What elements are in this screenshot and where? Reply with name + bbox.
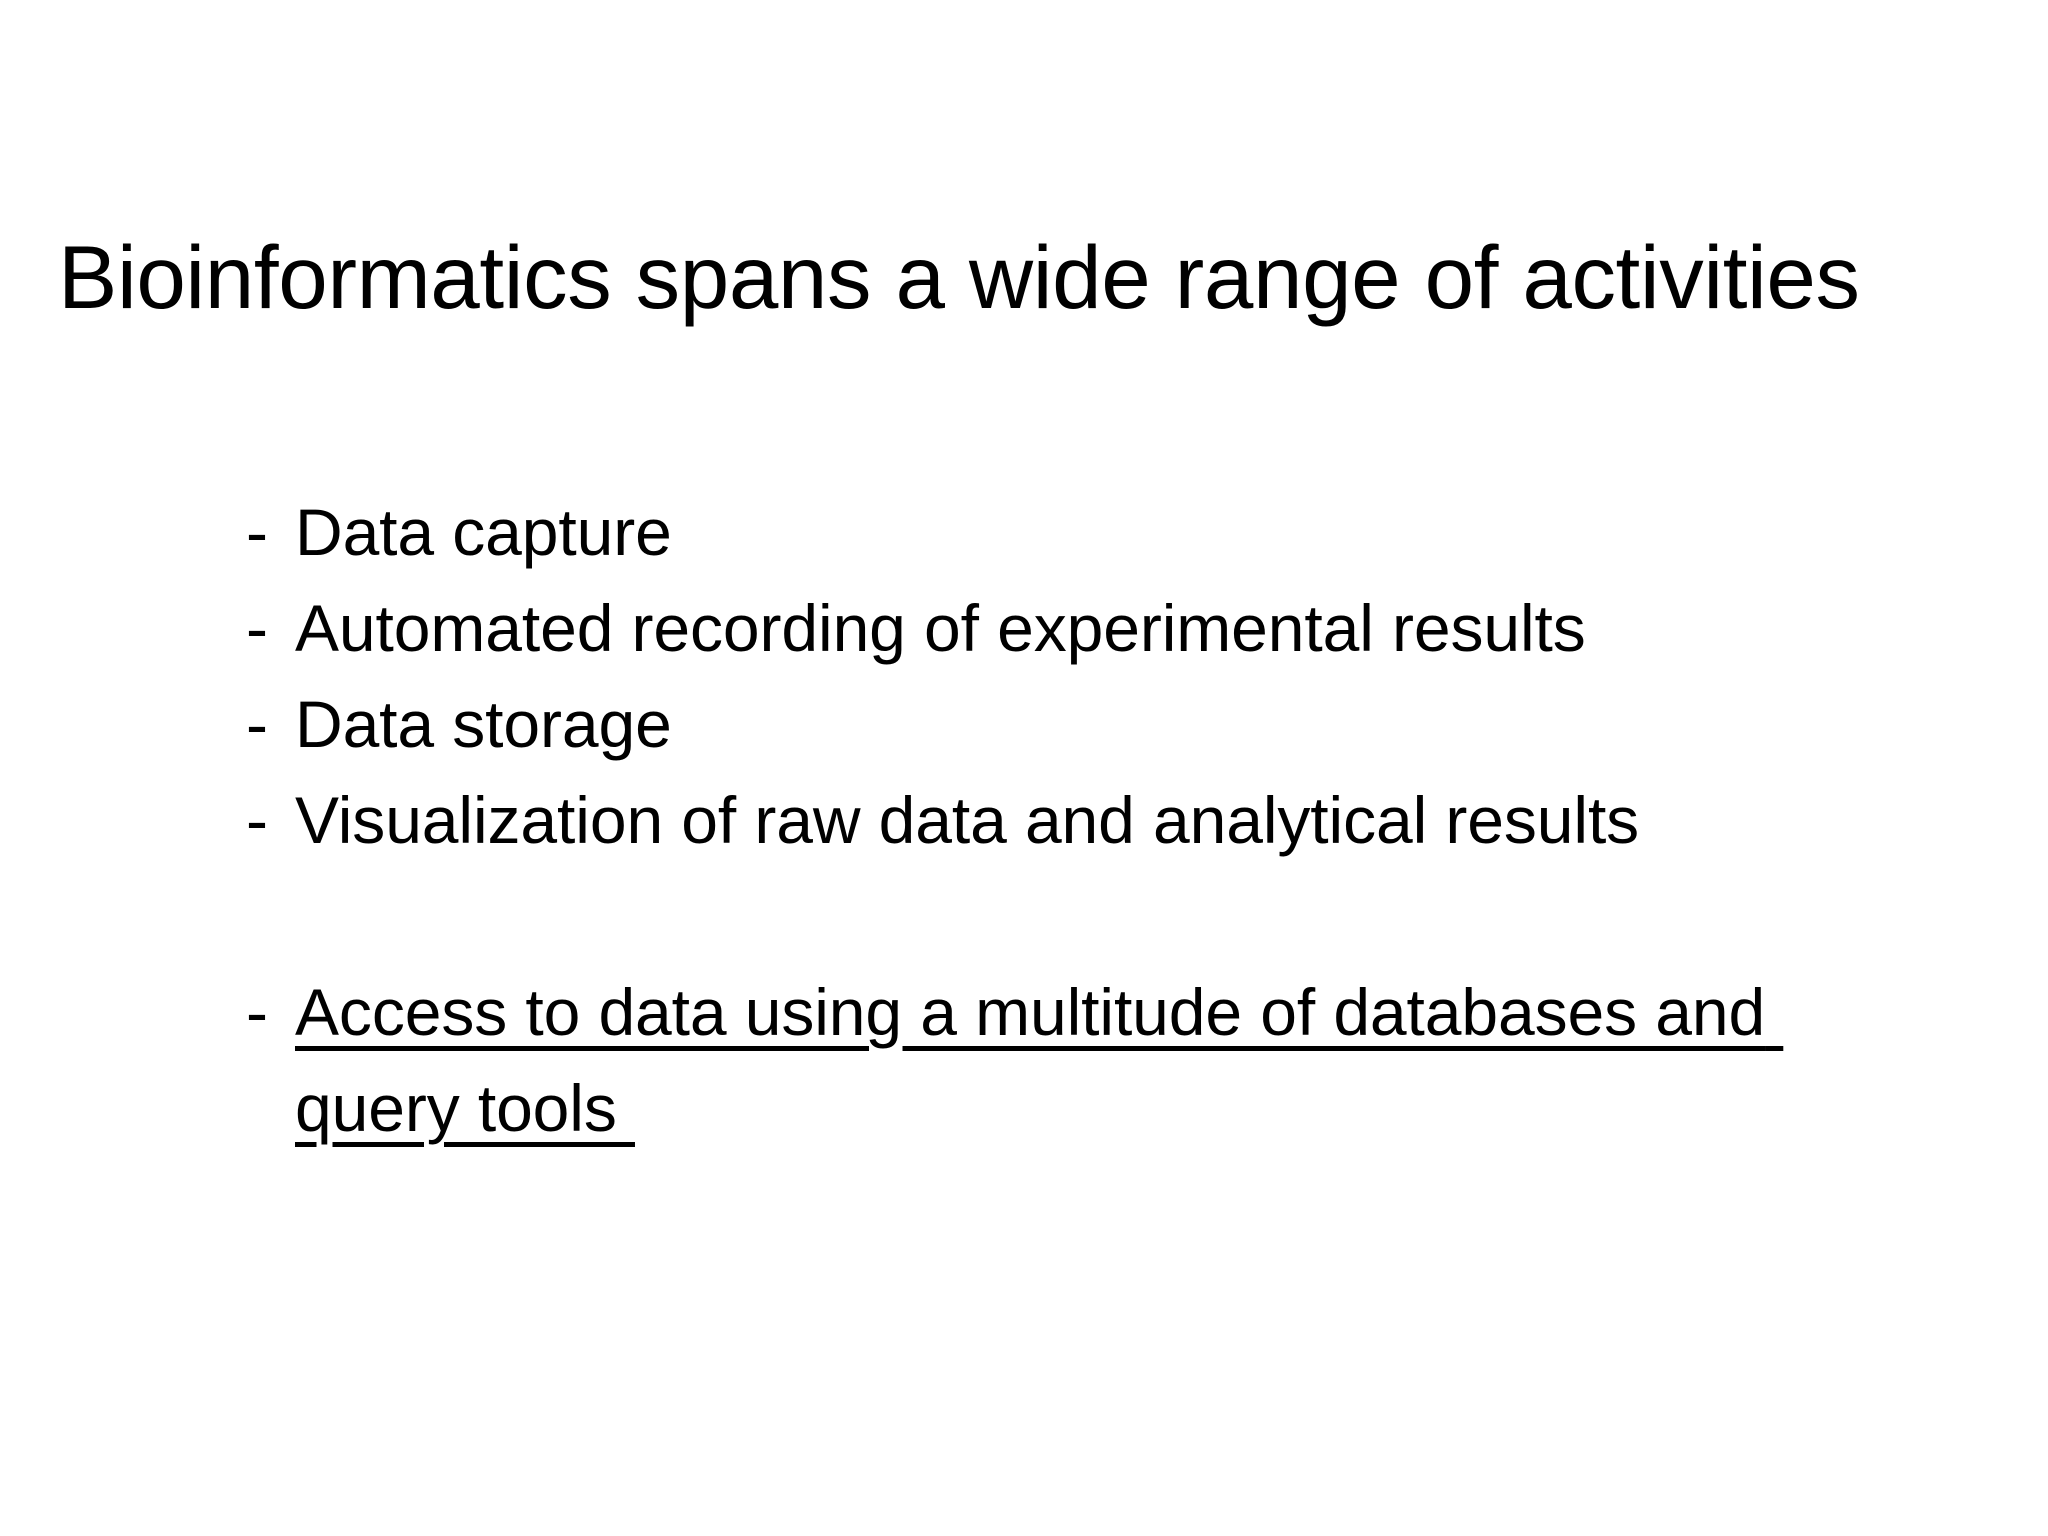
list-item: - Access to data using a multitude of da… (246, 964, 1946, 1156)
slide-body-bullet-list: - Data capture - Automated recording of … (246, 484, 1946, 1156)
list-item: - Data capture (246, 484, 1946, 580)
list-item-label: Visualization of raw data and analytical… (295, 783, 1640, 857)
bullet-dash-marker: - (246, 495, 268, 569)
slide-title: Bioinformatics spans a wide range of act… (58, 226, 1860, 327)
list-item-label: Access to data using a multitude of data… (295, 975, 1784, 1145)
bullet-dash-marker: - (246, 591, 268, 665)
list-item-label: Automated recording of experimental resu… (295, 591, 1586, 665)
bullet-dash-marker: - (246, 783, 268, 857)
list-item-label: Data storage (295, 687, 672, 761)
bullet-dash-marker: - (246, 975, 268, 1049)
list-item: - Automated recording of experimental re… (246, 580, 1946, 676)
list-item-blank (246, 868, 1946, 964)
list-item: - Data storage (246, 676, 1946, 772)
list-item: - Visualization of raw data and analytic… (246, 772, 1946, 868)
list-item-label: Data capture (295, 495, 672, 569)
bullet-dash-marker: - (246, 687, 268, 761)
